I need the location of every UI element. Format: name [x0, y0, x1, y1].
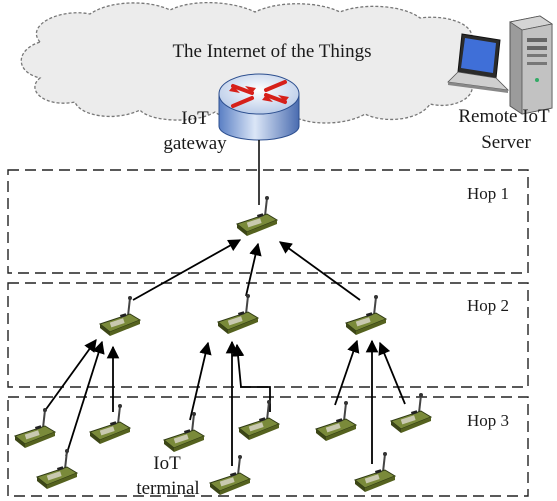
hop-3-region — [7, 396, 529, 497]
server-label-line2: Server — [481, 132, 531, 153]
sensor-node-icon — [36, 448, 78, 490]
cloud-label: The Internet of the Things — [172, 41, 371, 62]
arrow — [334, 339, 360, 406]
gateway-label-line1: IoT — [181, 108, 209, 129]
hop-1-label: Hop 1 — [467, 184, 509, 203]
sensor-node-icon — [89, 403, 131, 445]
hop-2-label: Hop 2 — [467, 296, 509, 315]
sensor-node-icon — [217, 293, 259, 335]
hop-3-label: Hop 3 — [467, 411, 509, 430]
internet-cloud: The Internet of the Things — [20, 1, 490, 124]
sensor-node-icon — [14, 407, 56, 449]
sensor-node-icon — [345, 294, 387, 336]
server-label-line1: Remote IoT — [458, 106, 550, 127]
arrow — [378, 341, 406, 405]
arrow — [231, 343, 271, 412]
terminal-label-line2: terminal — [136, 478, 199, 499]
arrow — [132, 239, 242, 301]
arrow — [278, 241, 361, 301]
hop-1-region — [7, 169, 529, 274]
remote-server-icon — [447, 15, 554, 115]
sensor-node-icon — [236, 195, 278, 237]
arrow — [189, 341, 212, 421]
arrow — [245, 242, 262, 297]
arrow — [43, 338, 97, 413]
gateway-label-line2: gateway — [163, 133, 227, 154]
arrow — [65, 340, 105, 457]
hop-2-region — [7, 282, 529, 388]
links — [43, 239, 406, 466]
sensor-node-icon — [390, 392, 432, 434]
sensor-node-icon — [354, 451, 396, 493]
sensor-node-icon — [99, 295, 141, 337]
sensor-node-icon — [163, 411, 205, 453]
sensor-node-icon — [315, 400, 357, 442]
terminal-label-line1: IoT — [153, 453, 181, 474]
router-icon — [218, 73, 300, 141]
sensor-node-icon — [238, 399, 280, 441]
sensor-node-icon — [209, 454, 251, 496]
